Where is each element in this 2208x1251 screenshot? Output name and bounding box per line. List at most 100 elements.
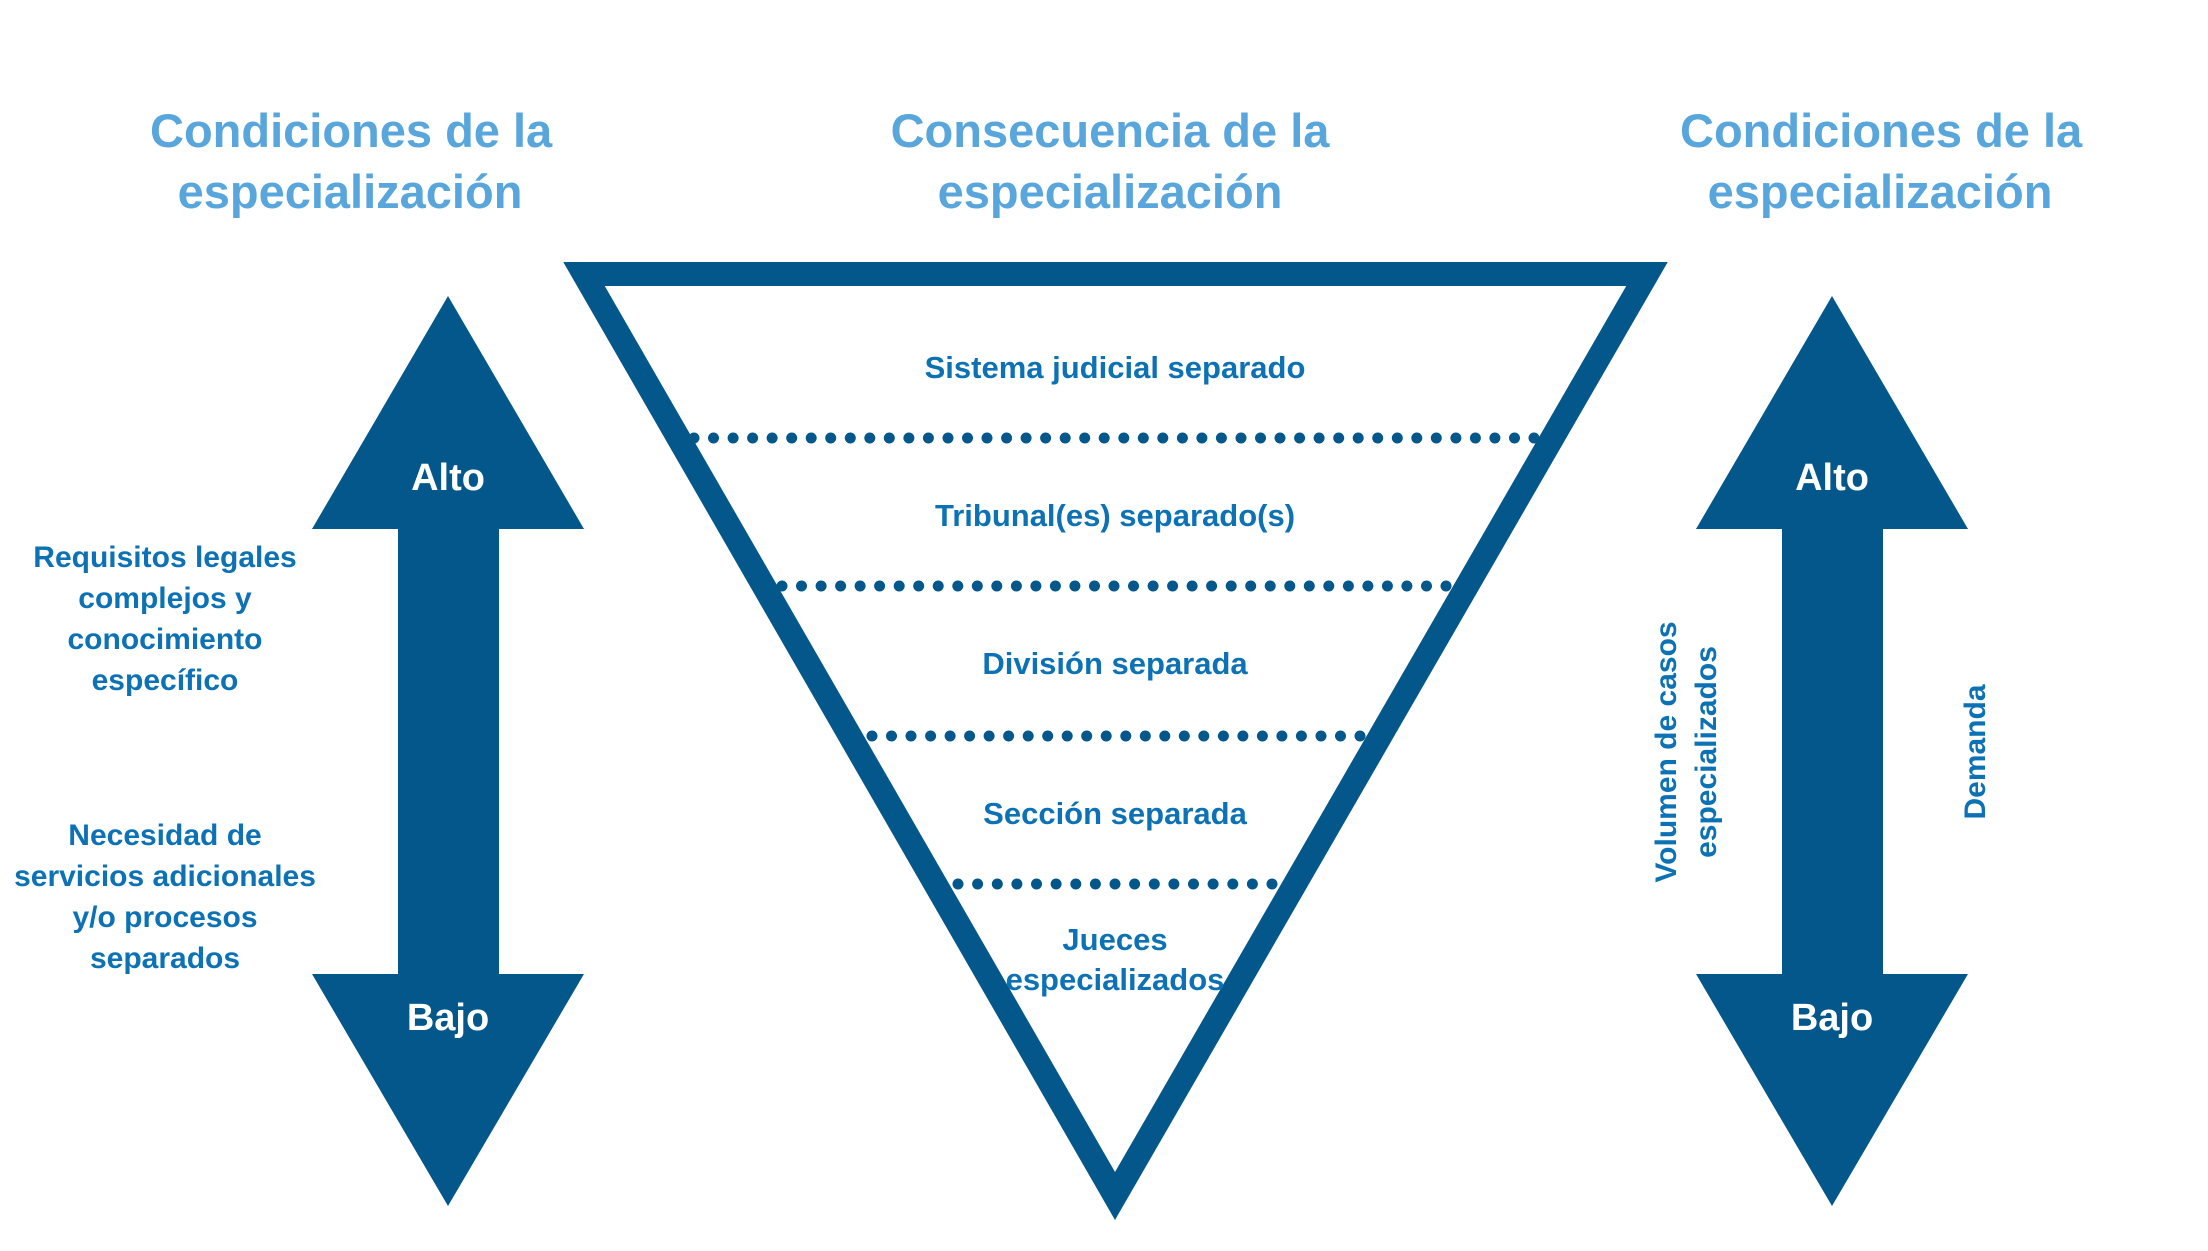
separator-dot xyxy=(844,432,856,444)
right-arrow-bottom-label: Bajo xyxy=(1790,997,1874,1039)
separator-dot xyxy=(1147,580,1159,592)
separator-dot xyxy=(1120,730,1132,742)
separator-dot xyxy=(962,432,973,444)
level-sistema-judicial: Sistema judicial separado xyxy=(924,350,1306,385)
separator-dot xyxy=(1246,878,1258,890)
heading-right: Condiciones de la especialización xyxy=(1680,104,2083,218)
inverted-triangle xyxy=(563,262,1668,1221)
separator-dot xyxy=(971,580,983,592)
separator-dot xyxy=(1070,878,1082,890)
separator-dot xyxy=(805,432,817,444)
separator-dot xyxy=(708,432,719,444)
separator-dot xyxy=(981,432,993,444)
separator-dot xyxy=(864,432,876,444)
separator-dot xyxy=(1421,580,1432,592)
separator-dot xyxy=(1354,730,1366,742)
separator-1 xyxy=(688,432,1540,444)
separator-dot xyxy=(1159,730,1171,742)
right-double-arrow xyxy=(1696,296,1968,1206)
level-jueces: Jueces especializados xyxy=(1005,922,1225,997)
separator-dot xyxy=(1188,878,1199,890)
separator-dot xyxy=(1335,730,1346,742)
separator-dot xyxy=(747,432,759,444)
separator-dot xyxy=(1001,432,1013,444)
separator-4 xyxy=(952,878,1278,890)
separator-dot xyxy=(776,580,788,592)
separator-dot xyxy=(1235,432,1247,444)
separator-dot xyxy=(1362,580,1374,592)
separator-dot xyxy=(1118,432,1130,444)
separator-dot xyxy=(1196,432,1208,444)
separator-dot xyxy=(1129,878,1141,890)
separator-dot xyxy=(1089,878,1101,890)
heading-left: Condiciones de la especialización xyxy=(150,104,553,218)
separator-dot xyxy=(796,580,807,592)
separator-dot xyxy=(1050,878,1062,890)
separator-3 xyxy=(866,730,1366,742)
separator-dot xyxy=(1215,432,1227,444)
separator-dot xyxy=(893,580,905,592)
separator-dot xyxy=(1342,580,1354,592)
separator-dot xyxy=(983,730,995,742)
separator-dot xyxy=(1010,580,1022,592)
level-tribunales: Tribunal(es) separado(s) xyxy=(934,498,1296,533)
right-arrow-top-label: Alto xyxy=(1795,457,1869,499)
separator-dot xyxy=(825,432,837,444)
separator-dot xyxy=(1049,580,1061,592)
separator-dot xyxy=(854,580,866,592)
separator-dot xyxy=(874,580,886,592)
separator-dot xyxy=(1011,878,1023,890)
separator-dot xyxy=(972,878,984,890)
separator-dot xyxy=(1069,580,1081,592)
separator-dot xyxy=(1168,878,1180,890)
separator-dot xyxy=(1255,432,1266,444)
separator-dot xyxy=(1303,580,1315,592)
left-arrow-bottom-label: Bajo xyxy=(406,997,490,1039)
separator-dot xyxy=(1108,580,1120,592)
separator-dot xyxy=(815,580,827,592)
separator-dot xyxy=(1089,580,1100,592)
separator-dot xyxy=(1401,580,1413,592)
separator-dot xyxy=(1528,432,1540,444)
separator-dot xyxy=(866,730,878,742)
separator-dot xyxy=(1315,730,1327,742)
separator-dot xyxy=(1509,432,1520,444)
separator-dot xyxy=(1266,878,1278,890)
separator-dot xyxy=(1225,580,1237,592)
separator-dot xyxy=(1030,580,1042,592)
separator-dot xyxy=(1176,432,1188,444)
separator-dot xyxy=(1264,580,1276,592)
separator-dot xyxy=(1256,730,1268,742)
separator-2 xyxy=(776,580,1452,592)
separator-dot xyxy=(1469,432,1481,444)
separator-dot xyxy=(1333,432,1345,444)
separator-dot xyxy=(786,432,798,444)
separator-dot xyxy=(944,730,956,742)
separator-dot xyxy=(835,580,847,592)
separator-dot xyxy=(1206,580,1218,592)
separator-dot xyxy=(991,580,1003,592)
separator-dot xyxy=(688,432,700,444)
separator-dot xyxy=(1227,878,1239,890)
separator-dot xyxy=(952,878,964,890)
separator-dot xyxy=(1020,432,1032,444)
right-demand-label: Demanda xyxy=(1959,684,1992,820)
separator-dot xyxy=(932,580,944,592)
separator-dot xyxy=(925,730,937,742)
separator-dot xyxy=(1178,730,1190,742)
separator-dot xyxy=(1217,730,1229,742)
separator-dot xyxy=(1313,432,1325,444)
separator-dot xyxy=(1276,730,1288,742)
level-seccion: Sección separada xyxy=(983,796,1247,831)
separator-dot xyxy=(1295,730,1307,742)
separator-dot xyxy=(903,432,915,444)
separator-dot xyxy=(1323,580,1335,592)
separator-dot xyxy=(952,580,964,592)
separator-dot xyxy=(991,878,1003,890)
separator-dot xyxy=(1100,730,1112,742)
separator-dot xyxy=(727,432,739,444)
separator-dot xyxy=(1245,580,1257,592)
separator-dot xyxy=(1207,878,1219,890)
separator-dot xyxy=(1022,730,1034,742)
